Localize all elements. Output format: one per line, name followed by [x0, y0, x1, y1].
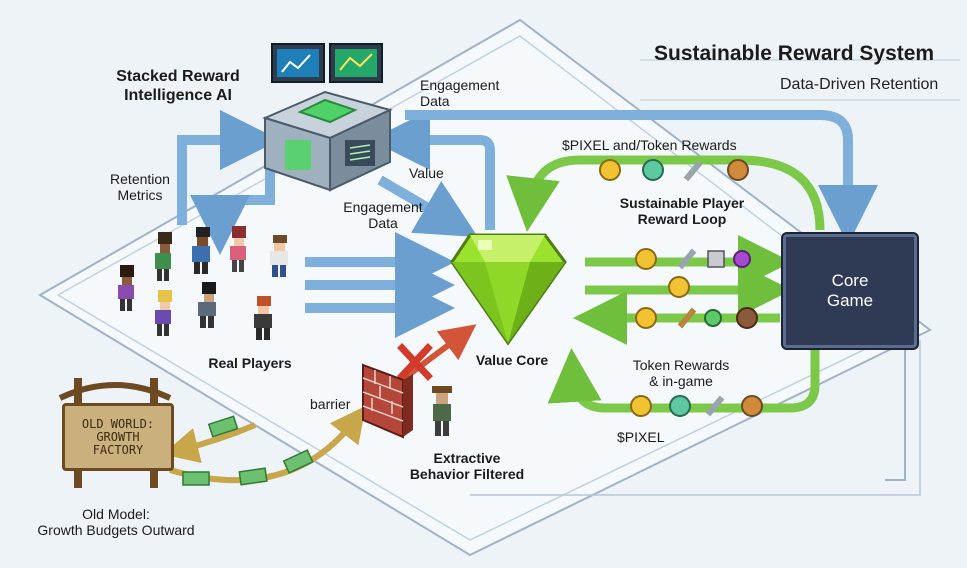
label-line: Engagement — [420, 77, 500, 93]
label-line: Behavior Filtered — [409, 466, 525, 482]
barrier-label: barrier — [310, 396, 351, 412]
pixel-coin-icon — [599, 159, 621, 181]
pixel-bottom-label: $PIXEL — [617, 429, 665, 445]
token-rewards-label: Token Rewards & in-game — [626, 357, 736, 389]
sword-icon — [677, 307, 697, 329]
shield-item-icon — [736, 307, 758, 329]
label-line: Growth Budgets Outward — [37, 522, 195, 538]
reward-icons-row2 — [668, 276, 690, 298]
retention-metrics-label: Retention Metrics — [100, 171, 180, 203]
shield-item-icon — [727, 159, 749, 181]
value-core-label: Value Core — [475, 352, 549, 368]
sign-line: OLD WORLD: — [81, 416, 155, 431]
potion-icon — [707, 250, 725, 268]
engagement-data-mid-label: Engagement Data — [338, 199, 428, 231]
arrow-engagement-to-ai — [370, 110, 495, 230]
sword-icon — [683, 160, 703, 182]
arrow-money-outward — [162, 422, 257, 464]
pixel-coin-icon — [635, 307, 657, 329]
player-icon — [118, 265, 134, 311]
sign-line: FACTORY — [92, 442, 144, 457]
label-line: Engagement — [343, 199, 423, 215]
data-flow-arrows — [177, 110, 878, 338]
arrow-loop-bottom — [547, 345, 820, 413]
player-icon — [230, 226, 246, 272]
ai-title-line: Intelligence AI — [124, 87, 232, 104]
engagement-data-top-label: Engagement Data — [420, 77, 499, 109]
page-subtitle: Data-Driven Retention — [780, 76, 939, 93]
page-title: Sustainable Reward System — [654, 42, 935, 65]
sword-icon — [677, 248, 697, 270]
pixel-coin-icon — [635, 248, 657, 270]
pixel-coin-icon — [630, 395, 652, 417]
reward-icons-top — [599, 159, 749, 182]
brick-barrier — [362, 363, 413, 439]
old-world-sign: OLD WORLD: GROWTH FACTORY — [62, 403, 174, 471]
value-core-gem — [450, 233, 567, 346]
reward-icons-row1 — [635, 248, 751, 270]
orb-icon — [733, 250, 751, 268]
label-line: Token Rewards — [632, 357, 730, 373]
player-icon — [270, 235, 288, 277]
ai-server-icon — [262, 43, 393, 192]
old-model-label: Old Model: Growth Budgets Outward — [26, 506, 206, 538]
extractive-player-icon — [432, 386, 452, 436]
arrow-ai-to-players — [190, 160, 275, 255]
ai-title-line: Stacked Reward — [116, 68, 240, 85]
blocked-extraction-arrow — [393, 324, 477, 388]
extractive-behavior-label: Extractive Behavior Filtered — [402, 450, 532, 482]
player-icon — [198, 282, 216, 328]
label-line: & in-game — [649, 373, 713, 389]
ai-node-title: Stacked Reward Intelligence AI — [108, 67, 248, 105]
label-line: Old Model: — [82, 506, 150, 522]
core-game-line: Game — [826, 291, 874, 310]
sign-line: GROWTH — [96, 429, 140, 444]
reward-icons-row3 — [635, 307, 758, 329]
shield-item-icon — [741, 395, 763, 417]
label-line: Reward Loop — [637, 211, 727, 227]
arrow-value-to-gem — [377, 175, 478, 238]
player-icon — [155, 232, 172, 281]
arrow-retention-to-ai — [177, 110, 280, 225]
gem-token-icon — [704, 309, 722, 327]
player-icon — [155, 290, 172, 336]
gem-token-icon — [669, 395, 691, 417]
gem-token-icon — [642, 159, 664, 181]
label-line: Metrics — [117, 187, 163, 203]
pixel-token-rewards-label: $PIXEL and/Token Rewards — [562, 137, 737, 153]
sustainable-loop-label: Sustainable Player Reward Loop — [612, 195, 752, 227]
arrow-ai-to-core-game — [405, 110, 878, 245]
label-line: Data — [420, 93, 450, 109]
pixel-coin-icon — [668, 276, 690, 298]
core-game-box: Core Game — [783, 234, 917, 348]
core-game-line: Core — [831, 271, 869, 290]
real-players-group — [118, 226, 288, 340]
reward-icons-bottom — [630, 395, 763, 417]
label-line: Sustainable Player — [619, 195, 745, 211]
cash-bills — [182, 415, 314, 486]
label-line: Retention — [110, 171, 170, 187]
real-players-label: Real Players — [208, 355, 292, 371]
label-line: Data — [368, 215, 398, 231]
player-icon — [192, 227, 210, 274]
player-icon — [254, 296, 272, 340]
sword-icon — [705, 395, 725, 417]
value-label: Value — [409, 165, 444, 181]
label-line: Extractive — [433, 450, 501, 466]
